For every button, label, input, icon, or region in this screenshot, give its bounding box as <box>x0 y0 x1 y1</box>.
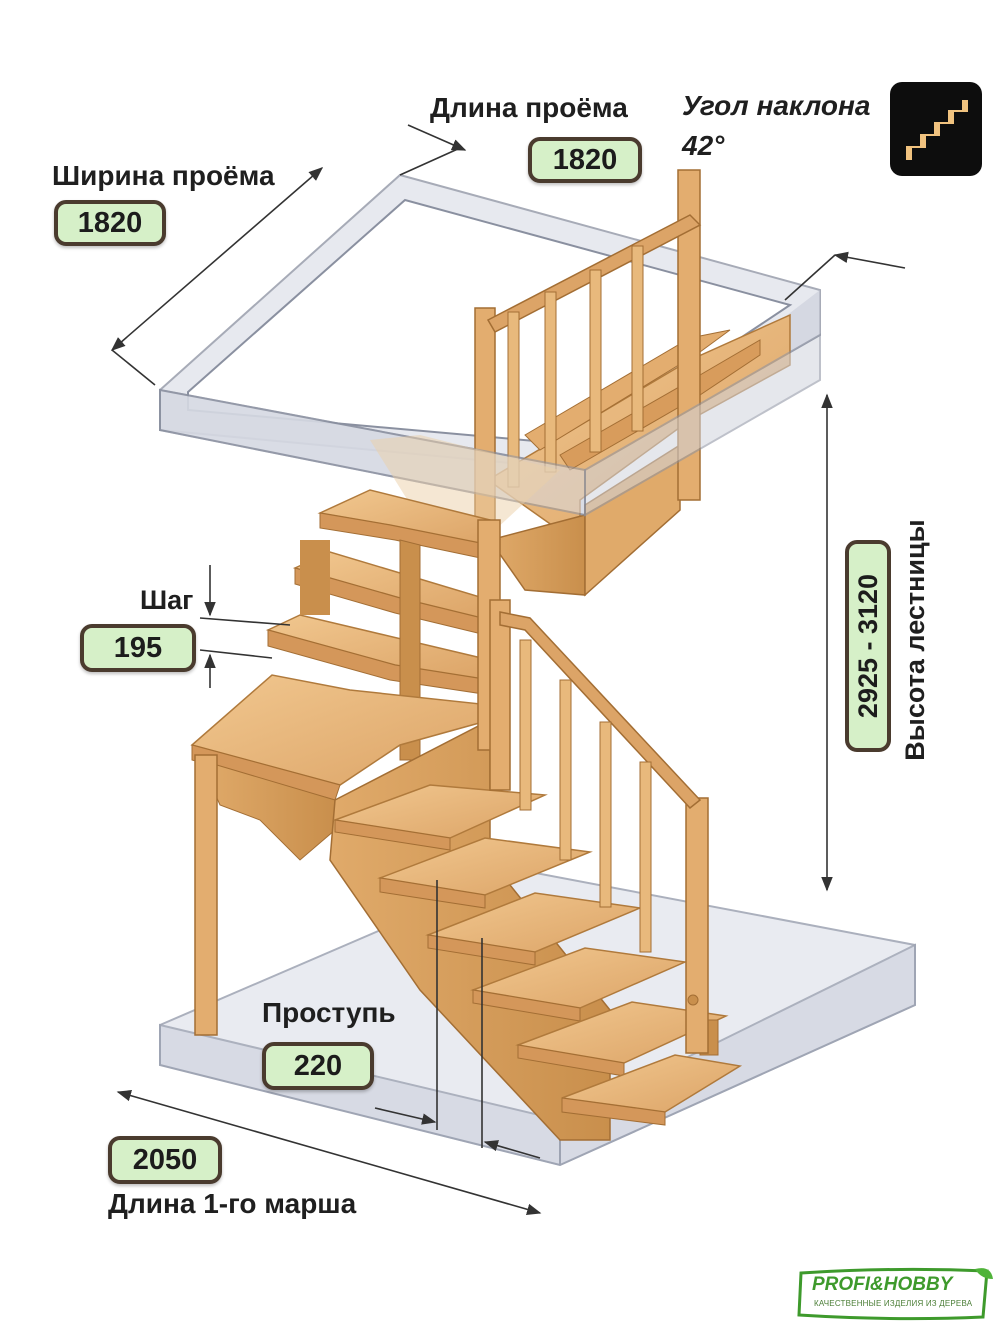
step-height-label: Шаг <box>140 585 194 615</box>
slope-angle-value: 42° <box>682 130 725 161</box>
stairs-icon <box>890 82 982 176</box>
lower-landing <box>190 674 491 1036</box>
first-flight-length-label: Длина 1-го марша <box>108 1188 357 1219</box>
opening-width-value: 1820 <box>54 200 166 246</box>
tread-depth-value: 220 <box>262 1042 374 1090</box>
opening-length-value: 1820 <box>528 137 642 183</box>
stair-height-label: Высота лестницы <box>900 519 930 761</box>
first-flight-length-value: 2050 <box>108 1136 222 1184</box>
lower-railing <box>489 599 709 1054</box>
tread-depth-label: Проступь <box>262 997 396 1028</box>
stair-height-value: 2925 - 3120 <box>845 540 891 752</box>
dimension-lines <box>110 124 906 1215</box>
brand-logo <box>797 1267 993 1321</box>
opening-width-label: Ширина проёма <box>52 160 275 191</box>
step-height-value: 195 <box>80 624 196 672</box>
opening-length-label: Длина проёма <box>430 92 628 123</box>
winder-steps <box>265 489 491 761</box>
brand-logo-name: PROFI&HOBBY <box>812 1274 953 1295</box>
slope-angle-label: Угол наклона <box>682 90 871 121</box>
brand-logo-tagline: КАЧЕСТВЕННЫЕ ИЗДЕЛИЯ ИЗ ДЕРЕВА <box>814 1299 973 1308</box>
